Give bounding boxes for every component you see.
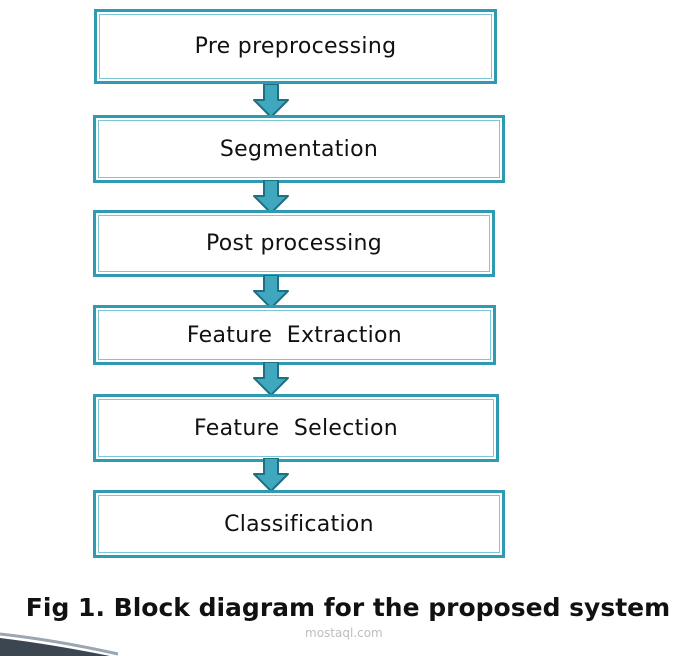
- down-arrow-icon: [253, 180, 289, 214]
- block-pre-preprocessing: Pre preprocessing: [94, 9, 497, 84]
- block-label: Pre preprocessing: [194, 34, 397, 59]
- block-label: Post processing: [205, 231, 383, 256]
- down-arrow-icon: [253, 84, 289, 118]
- block-label: Classification: [224, 511, 374, 537]
- watermark: mostaql.com: [305, 626, 383, 640]
- down-arrow-icon: [253, 275, 289, 309]
- block-label: Segmentation: [219, 136, 379, 162]
- down-arrow-icon: [253, 458, 289, 492]
- block-post-processing: Post processing: [93, 210, 495, 277]
- block-classification: Classification: [93, 490, 505, 558]
- decorative-swoosh: [0, 632, 119, 656]
- figure-caption: Fig 1. Block diagram for the proposed sy…: [25, 593, 671, 622]
- block-feature-extraction: Feature Extraction: [93, 305, 496, 365]
- down-arrow-icon: [253, 362, 289, 396]
- block-label: Feature Extraction: [186, 322, 403, 348]
- block-feature-selection: Feature Selection: [93, 394, 499, 462]
- block-label: Feature Selection: [194, 415, 398, 441]
- block-segmentation: Segmentation: [93, 115, 505, 183]
